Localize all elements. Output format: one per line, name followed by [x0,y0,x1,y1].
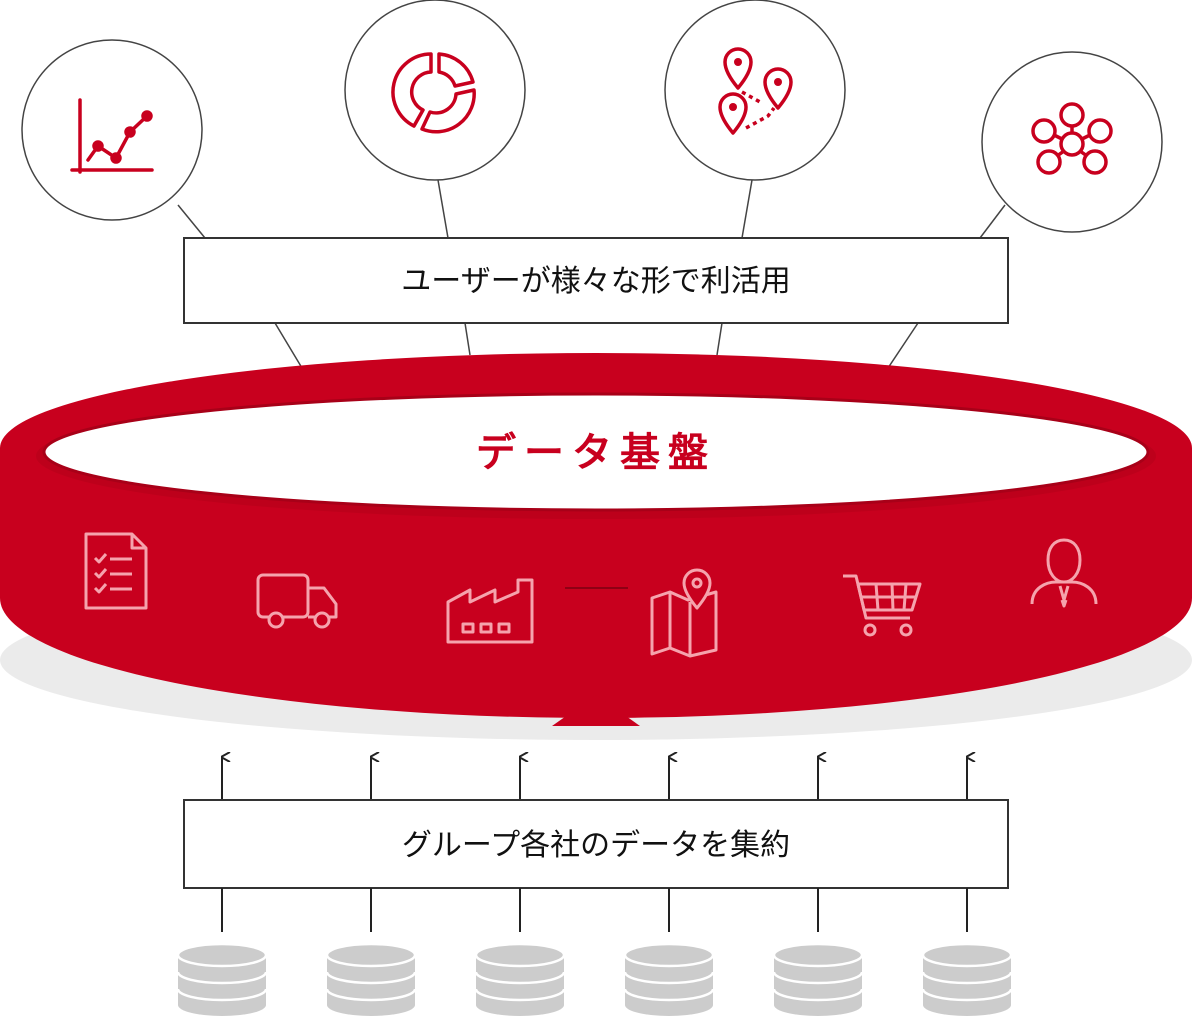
source-connectors [221,888,968,932]
factory-icon [446,578,534,644]
delivery-truck-icon [256,573,338,629]
aggregation-box: グループ各社のデータを集約 [183,799,1009,889]
checklist-document-icon [84,532,148,610]
aggregation-box-label: グループ各社のデータを集約 [402,828,790,863]
platform-top [42,392,1150,512]
platform-label: データ基盤 [476,430,716,476]
person-icon [1030,538,1098,608]
database-icon [176,942,268,1016]
usage-connectors [177,179,1006,239]
donut-chart-icon [391,52,476,134]
database-icon [623,942,715,1016]
usage-icon-donut-chart [344,0,526,181]
platform-connectors [274,322,919,369]
usage-box-label: ユーザーが様々な形で利活用 [401,264,790,299]
database-icon [325,942,417,1016]
database-icon [474,942,566,1016]
network-cluster-icon [1031,102,1113,175]
map-route-icon [718,47,793,135]
shopping-cart-icon [843,574,922,637]
map-pin-icon [650,568,718,658]
database-icon [921,942,1013,1016]
database-icon [772,942,864,1016]
data-platform: データ基盤 [0,353,1192,740]
usage-icon-map-route [664,0,846,181]
line-chart-icon [70,98,154,174]
database-icons [176,942,1013,1016]
upward-arrows [221,757,967,800]
usage-icon-network-cluster [981,51,1163,233]
upload-arrow-triangle [552,695,640,726]
usage-box: ユーザーが様々な形で利活用 [183,237,1009,324]
usage-icon-line-chart [21,39,203,221]
